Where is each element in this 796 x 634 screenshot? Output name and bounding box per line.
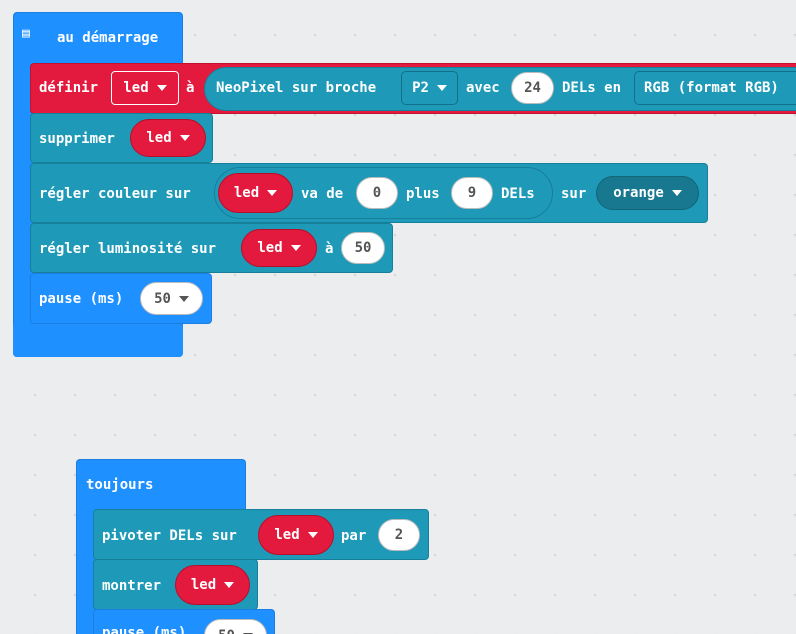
mode-dropdown[interactable]: RGB (format RGB) [634, 71, 796, 105]
chevron-down-icon [224, 582, 235, 588]
set-color-label: régler couleur sur [39, 186, 191, 202]
mode-value: RGB (format RGB) [644, 80, 779, 96]
brightness-variable-name: led [257, 240, 283, 256]
brightness-variable-dropdown[interactable]: led [241, 229, 317, 267]
chevron-down-icon [242, 632, 253, 634]
define-to-label: à [186, 80, 195, 96]
forever-label: toujours [86, 477, 154, 493]
range-start-value: 0 [372, 185, 382, 201]
chevron-down-icon [290, 245, 301, 251]
range-leds-label: DELs [501, 186, 535, 202]
chevron-down-icon [436, 85, 447, 91]
range-from-label: va de [301, 186, 344, 202]
color-value: orange [613, 185, 664, 201]
leds-in-label: DELs en [562, 80, 622, 96]
clear-variable-dropdown[interactable]: led [130, 119, 206, 157]
pin-value: P2 [412, 80, 429, 96]
chevron-down-icon [307, 532, 318, 538]
show-variable-name: led [190, 577, 217, 593]
on-start-label: au démarrage [57, 30, 159, 46]
led-count-value: 24 [524, 80, 541, 96]
chevron-down-icon [671, 190, 682, 196]
pin-dropdown[interactable]: P2 [401, 71, 458, 105]
color-dropdown[interactable]: orange [596, 176, 699, 210]
rotate-variable-name: led [274, 527, 300, 543]
range-start-input[interactable]: 0 [356, 177, 398, 209]
pause-value: 50 [154, 290, 171, 307]
comment-icon[interactable]: ▤ [22, 26, 30, 41]
range-variable-name: led [233, 185, 260, 201]
define-label: définir [39, 80, 99, 96]
set-color-on-label: sur [561, 186, 587, 202]
range-length-input[interactable]: 9 [451, 177, 493, 209]
brightness-input[interactable]: 50 [341, 232, 385, 264]
chevron-down-icon [267, 190, 278, 196]
range-length-value: 9 [467, 185, 477, 201]
rotate-value: 2 [394, 527, 404, 543]
forever-pause-label: pause (ms) [102, 625, 187, 634]
define-variable-name: led [123, 80, 149, 96]
with-label: avec [466, 80, 500, 96]
pause-label: pause (ms) [39, 291, 124, 307]
show-label: montrer [102, 578, 162, 594]
range-variable-dropdown[interactable]: led [218, 173, 293, 213]
forever-pause-value: 50 [218, 628, 235, 634]
forever-pause-dropdown[interactable]: 50 [204, 619, 267, 634]
on-start-block-footer [13, 325, 183, 357]
brightness-to-label: à [325, 241, 334, 257]
chevron-down-icon [156, 85, 167, 91]
brightness-value: 50 [354, 240, 372, 256]
chevron-down-icon [179, 135, 190, 141]
show-variable-dropdown[interactable]: led [175, 565, 250, 605]
clear-variable-name: led [146, 130, 172, 146]
rotate-label: pivoter DELs sur [102, 528, 237, 544]
define-variable-dropdown[interactable]: led [111, 71, 179, 105]
set-brightness-block[interactable] [30, 223, 393, 273]
chevron-down-icon [178, 295, 189, 302]
forever-pause-block[interactable]: pause (ms) 50 [93, 609, 275, 634]
rotate-variable-dropdown[interactable]: led [258, 515, 334, 555]
pause-dropdown[interactable]: 50 [140, 282, 203, 315]
rotate-input[interactable]: 2 [378, 519, 420, 551]
rotate-by-label: par [341, 528, 367, 544]
neopixel-label: NeoPixel sur broche [216, 80, 377, 96]
clear-label: supprimer [39, 131, 115, 147]
range-plus-label: plus [406, 186, 440, 202]
set-brightness-label: régler luminosité sur [39, 241, 217, 257]
led-count-input[interactable]: 24 [511, 72, 554, 104]
